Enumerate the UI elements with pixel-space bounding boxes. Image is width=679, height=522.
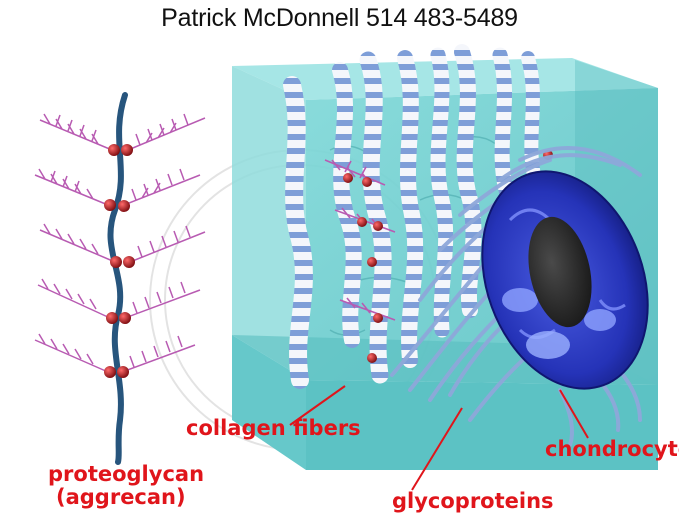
- label-aggrecan: (aggrecan): [56, 486, 186, 508]
- author-credit: Patrick McDonnell 514 483-5489: [0, 4, 679, 33]
- label-proteoglycan: proteoglycan: [48, 463, 204, 485]
- label-collagen-fibers: collagen fibers: [186, 417, 361, 439]
- collagen-fiber: [292, 85, 304, 380]
- collagen-fiber: [438, 55, 446, 330]
- vesicle: [502, 288, 538, 312]
- collagen-fiber: [462, 52, 474, 310]
- vesicle: [526, 331, 570, 359]
- collagen-fiber: [405, 58, 415, 360]
- label-chondrocyte: chondrocyte: [545, 438, 679, 460]
- label-glycoproteins: glycoproteins: [392, 490, 554, 512]
- collagen-fiber: [368, 60, 383, 375]
- aggrecan-molecule: [35, 95, 205, 462]
- vesicle: [584, 309, 616, 331]
